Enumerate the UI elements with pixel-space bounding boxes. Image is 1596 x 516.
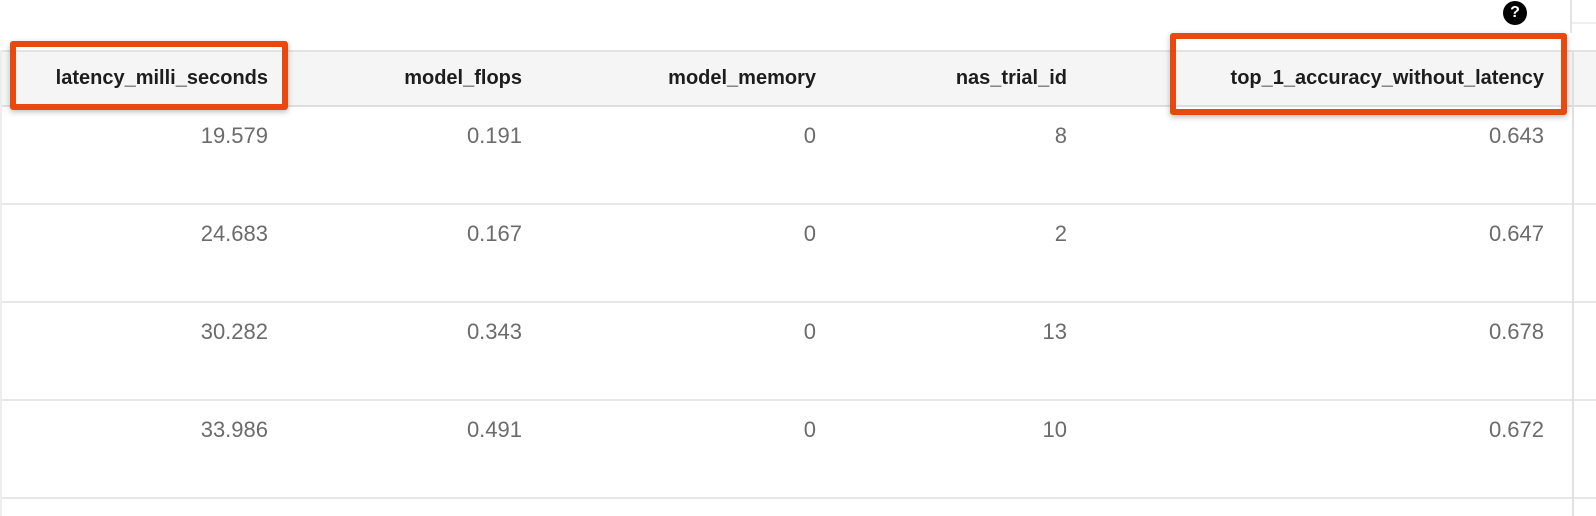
cell-latency: 24.683	[0, 204, 300, 303]
cell-top-1-accuracy: 0.647	[1080, 204, 1572, 303]
cell-model-memory: 0	[540, 204, 830, 303]
cell-model-flops: 0.191	[300, 106, 540, 205]
cell-partial	[1572, 106, 1596, 205]
cell-model-memory: 0	[540, 400, 830, 499]
cell-partial	[1572, 204, 1596, 303]
cell-latency: 33.986	[0, 400, 300, 499]
table-row[interactable]: 19.579 0.191 0 8 0.643	[0, 106, 1596, 205]
help-icon[interactable]: ?	[1503, 1, 1527, 25]
panel-edge-vertical-line	[1570, 0, 1572, 33]
column-header-model-memory[interactable]: model_memory	[540, 50, 830, 107]
table-row[interactable]: 24.683 0.167 0 2 0.647	[0, 204, 1596, 303]
cell-model-flops: 0.167	[300, 204, 540, 303]
cell-model-memory: 0	[540, 106, 830, 205]
table-header-row: latency_milli_seconds model_flops model_…	[0, 50, 1596, 107]
table-row[interactable]: 33.986 0.491 0 10 0.672	[0, 400, 1596, 499]
cell-nas-trial-id: 2	[830, 204, 1080, 303]
column-header-nas-trial-id[interactable]: nas_trial_id	[830, 50, 1080, 107]
table-row[interactable]: 30.282 0.343 0 13 0.678	[0, 302, 1596, 401]
column-header-latency-milli-seconds[interactable]: latency_milli_seconds	[0, 50, 300, 107]
cell-model-flops: 0.343	[300, 302, 540, 401]
column-header-model-flops[interactable]: model_flops	[300, 50, 540, 107]
cell-model-memory: 0	[540, 302, 830, 401]
cell-latency: 19.579	[0, 106, 300, 205]
cell-nas-trial-id: 10	[830, 400, 1080, 499]
cell-nas-trial-id: 8	[830, 106, 1080, 205]
cell-model-flops: 0.491	[300, 400, 540, 499]
cell-nas-trial-id: 13	[830, 302, 1080, 401]
column-header-partial	[1572, 50, 1596, 107]
column-header-top-1-accuracy-without-latency[interactable]: top_1_accuracy_without_latency	[1080, 50, 1572, 107]
cell-top-1-accuracy: 0.643	[1080, 106, 1572, 205]
cell-top-1-accuracy: 0.678	[1080, 302, 1572, 401]
table-left-edge-line	[0, 50, 2, 516]
panel-edge-horizontal-line	[1572, 22, 1596, 24]
column-divider-line	[1572, 50, 1574, 516]
cell-partial	[1572, 400, 1596, 499]
cell-latency: 30.282	[0, 302, 300, 401]
cell-partial	[1572, 302, 1596, 401]
cell-top-1-accuracy: 0.672	[1080, 400, 1572, 499]
nas-trials-metrics-table: latency_milli_seconds model_flops model_…	[0, 50, 1596, 499]
